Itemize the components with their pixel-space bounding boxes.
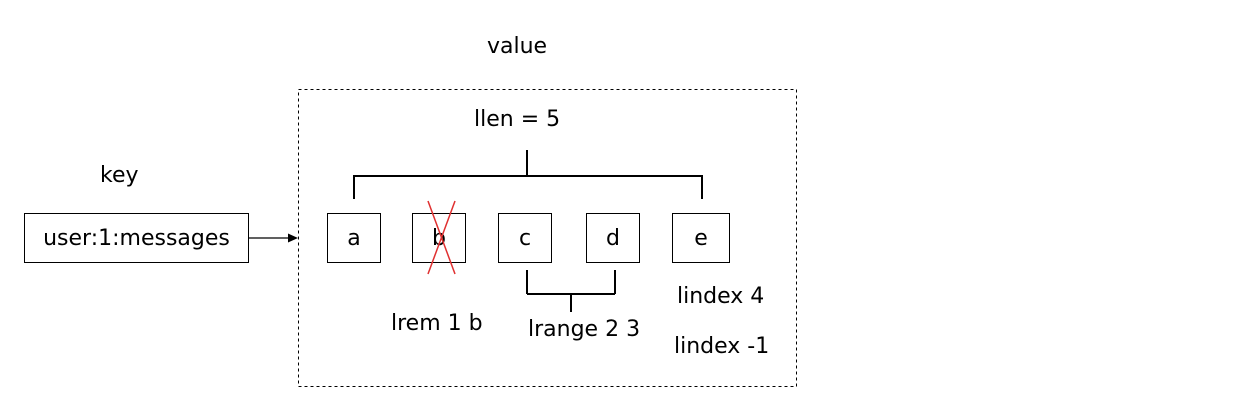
list-item-e: e [672,213,730,263]
list-item-b: b [412,213,466,263]
lindex-neg-label: lindex -1 [674,334,770,359]
list-item-c: c [498,213,552,263]
list-item-label: b [432,225,446,251]
list-item-label: c [518,225,532,251]
arrow-head [288,233,298,243]
list-item-d: d [586,213,640,263]
llen-label: llen = 5 [474,107,561,132]
list-item-a: a [327,213,381,263]
lrem-label: lrem 1 b [391,311,483,336]
llen-bracket [353,150,703,199]
value-container [298,89,797,387]
key-label: key [100,163,139,188]
key-box: user:1:messages [24,213,249,263]
list-item-label: e [694,225,708,251]
lrange-bracket [526,270,616,312]
lindex-pos-label: lindex 4 [677,284,765,309]
lrange-label: lrange 2 3 [528,317,641,342]
list-item-label: a [347,225,361,251]
value-label: value [487,34,548,59]
key-name: user:1:messages [43,225,230,251]
list-item-label: d [606,225,620,251]
